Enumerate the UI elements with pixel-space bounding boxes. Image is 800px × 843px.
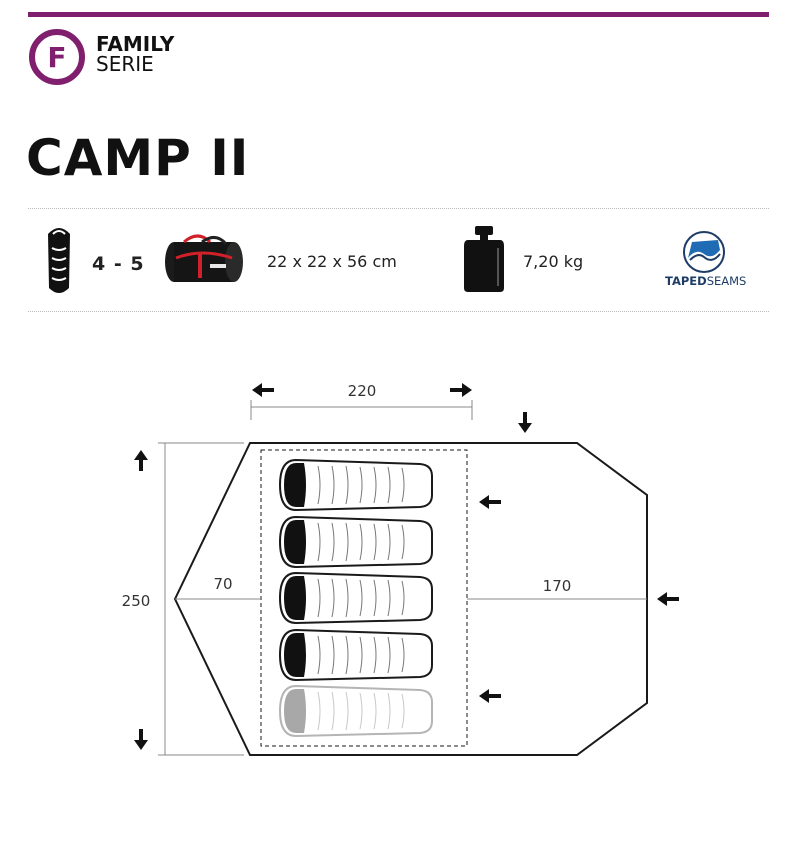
pack-size-value: 22 x 22 x 56 cm xyxy=(267,252,397,271)
arrow-up-icon xyxy=(134,450,148,471)
carry-bag-icon xyxy=(165,234,243,282)
arrow-down-icon xyxy=(134,729,148,750)
weight-icon xyxy=(464,226,504,292)
inner-tent-outline xyxy=(260,449,468,747)
divider-top xyxy=(28,208,769,209)
sleeping-bag-optional xyxy=(278,684,433,738)
divider-bottom xyxy=(28,311,769,312)
arrow-left-icon xyxy=(252,383,274,397)
serie-name: FAMILY SERIE xyxy=(96,34,174,74)
sleeping-bag xyxy=(278,458,433,512)
weight-value: 7,20 kg xyxy=(523,252,584,271)
top-accent-bar xyxy=(28,12,769,17)
entrance-arrow-icon xyxy=(479,689,501,703)
seams-label: SEAMS xyxy=(706,274,747,288)
taped-seams-icon xyxy=(683,231,725,273)
family-serie-logo-icon: F xyxy=(29,29,85,85)
serie-line-2: SERIE xyxy=(96,52,154,76)
sleeping-bag xyxy=(278,628,433,682)
entrance-arrow-icon xyxy=(479,495,501,509)
tent-floor-plan: 220 250 70 170 xyxy=(122,382,679,756)
sleeping-bag xyxy=(278,515,433,569)
entrance-arrow-top-icon xyxy=(518,412,532,433)
sleeping-bag-icon xyxy=(48,228,70,293)
front-depth-label: 70 xyxy=(213,575,232,593)
sleeping-bags xyxy=(278,458,433,738)
width-label: 250 xyxy=(122,592,151,610)
entrance-arrow-icon xyxy=(657,592,679,606)
length-dimension: 220 xyxy=(250,382,473,420)
sleeping-bag xyxy=(278,571,433,625)
length-label: 220 xyxy=(348,382,377,400)
taped-seams-label: TAPEDSEAMS xyxy=(665,274,746,288)
taped-label: TAPED xyxy=(665,274,707,288)
width-dimension: 250 xyxy=(122,442,244,756)
persons-value: 4 - 5 xyxy=(92,253,145,275)
product-title: CAMP II xyxy=(26,129,250,187)
tent-outline xyxy=(173,442,648,756)
arrow-right-icon xyxy=(450,383,472,397)
serie-line-1: FAMILY xyxy=(96,32,175,56)
vestibule-depth-label: 170 xyxy=(543,577,572,595)
logo-letter: F xyxy=(47,41,66,74)
